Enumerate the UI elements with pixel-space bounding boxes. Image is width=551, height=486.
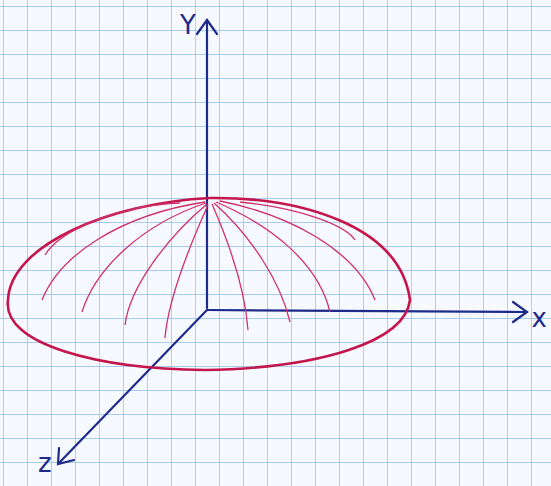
dome xyxy=(8,198,410,370)
axes xyxy=(58,20,527,464)
axis-label: Y xyxy=(180,12,196,38)
axis-label: z xyxy=(38,450,52,476)
axis-label: x xyxy=(532,305,547,331)
